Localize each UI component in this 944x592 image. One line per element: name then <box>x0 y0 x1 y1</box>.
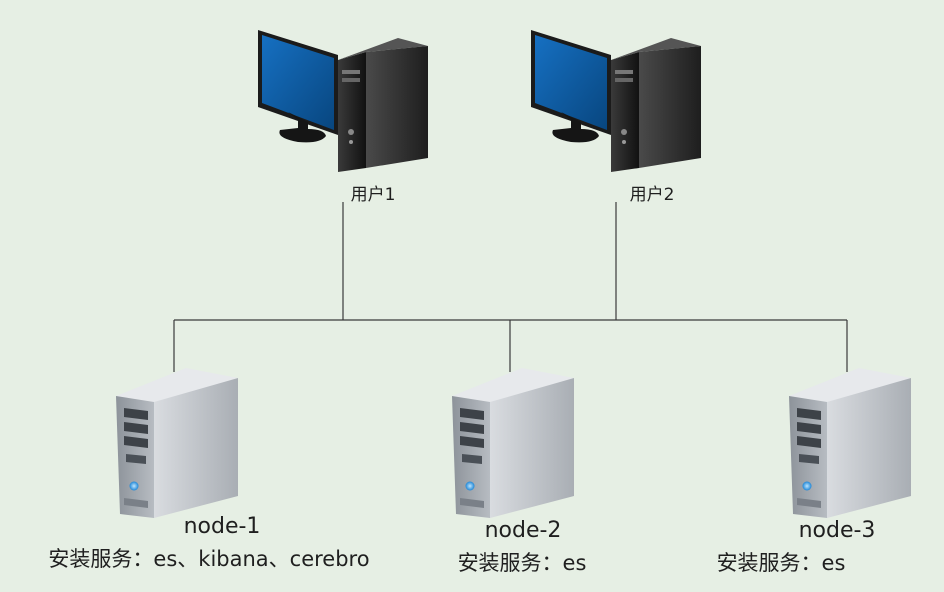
user1-computer-icon <box>258 30 428 172</box>
node1-services: 安装服务：es、kibana、cerebro <box>48 547 370 571</box>
node3-name: node-3 <box>798 518 876 543</box>
node3-server-icon <box>789 368 911 518</box>
node2-name: node-2 <box>484 518 562 543</box>
node1-server-icon <box>116 368 238 518</box>
user2-label: 用户2 <box>629 185 675 205</box>
node3-services: 安装服务：es <box>716 551 846 575</box>
connector-lines <box>173 202 848 372</box>
node2-services: 安装服务：es <box>457 551 587 575</box>
user2-computer-icon <box>531 30 701 172</box>
node2-server-icon <box>452 368 574 518</box>
user1-label: 用户1 <box>350 185 396 205</box>
node1-name: node-1 <box>183 514 261 539</box>
